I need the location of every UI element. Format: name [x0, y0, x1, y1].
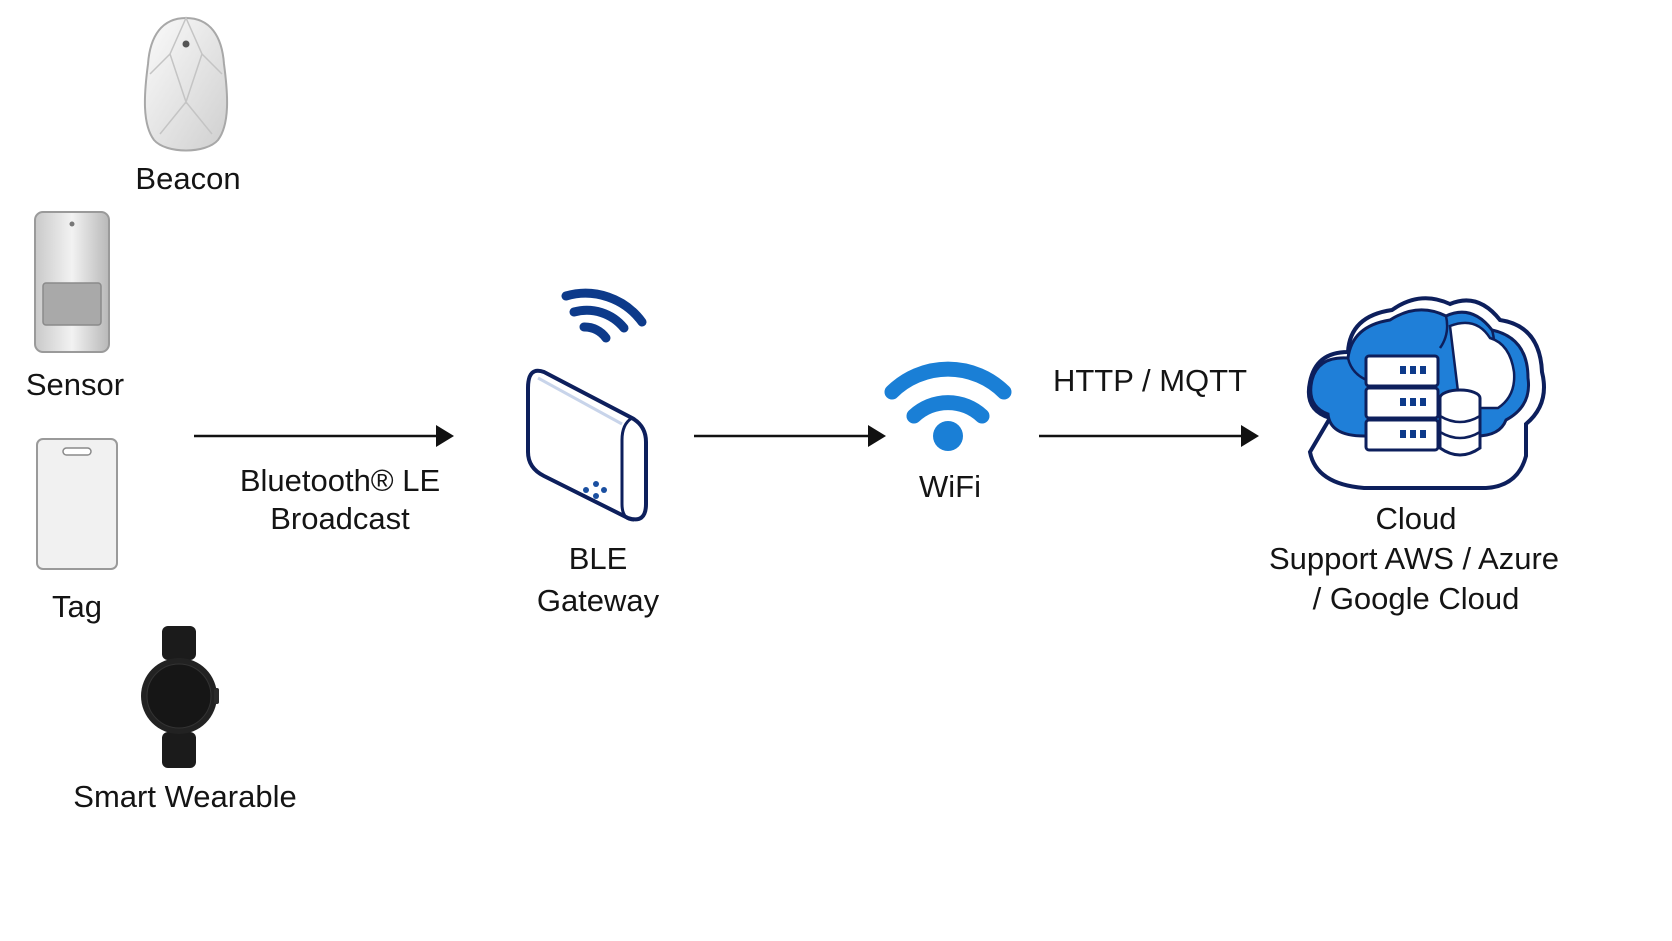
gateway-label-line1: BLE [568, 541, 628, 576]
tag-card-icon [34, 436, 120, 572]
motion-sensor-icon [32, 209, 112, 355]
sensor-label: Sensor [25, 367, 125, 402]
wifi-to-cloud-arrow [1037, 422, 1261, 450]
ble-broadcast-arrow [192, 422, 456, 450]
gateway-to-wifi-arrow [692, 422, 888, 450]
wearable-label: Smart Wearable [73, 779, 297, 814]
beacon-icon [140, 14, 232, 156]
http-mqtt-label: HTTP / MQTT [1052, 363, 1248, 398]
gateway-label-line2: Gateway [536, 583, 660, 618]
tag-label: Tag [52, 589, 102, 624]
cloud-server-icon [1300, 286, 1552, 500]
cloud-label-line3: / Google Cloud [1312, 581, 1520, 616]
ble-broadcast-label-line2: Broadcast [270, 501, 410, 536]
smartwatch-icon [140, 624, 220, 770]
wifi-icon [880, 352, 1016, 454]
ble-gateway-icon [524, 364, 652, 526]
broadcast-signal-icon [560, 280, 650, 346]
cloud-label-line1: Cloud [1375, 501, 1457, 536]
ble-broadcast-label-line1: Bluetooth® LE [239, 463, 441, 498]
wifi-label: WiFi [919, 469, 981, 504]
beacon-label: Beacon [135, 161, 241, 196]
cloud-label-line2: Support AWS / Azure [1268, 541, 1560, 576]
